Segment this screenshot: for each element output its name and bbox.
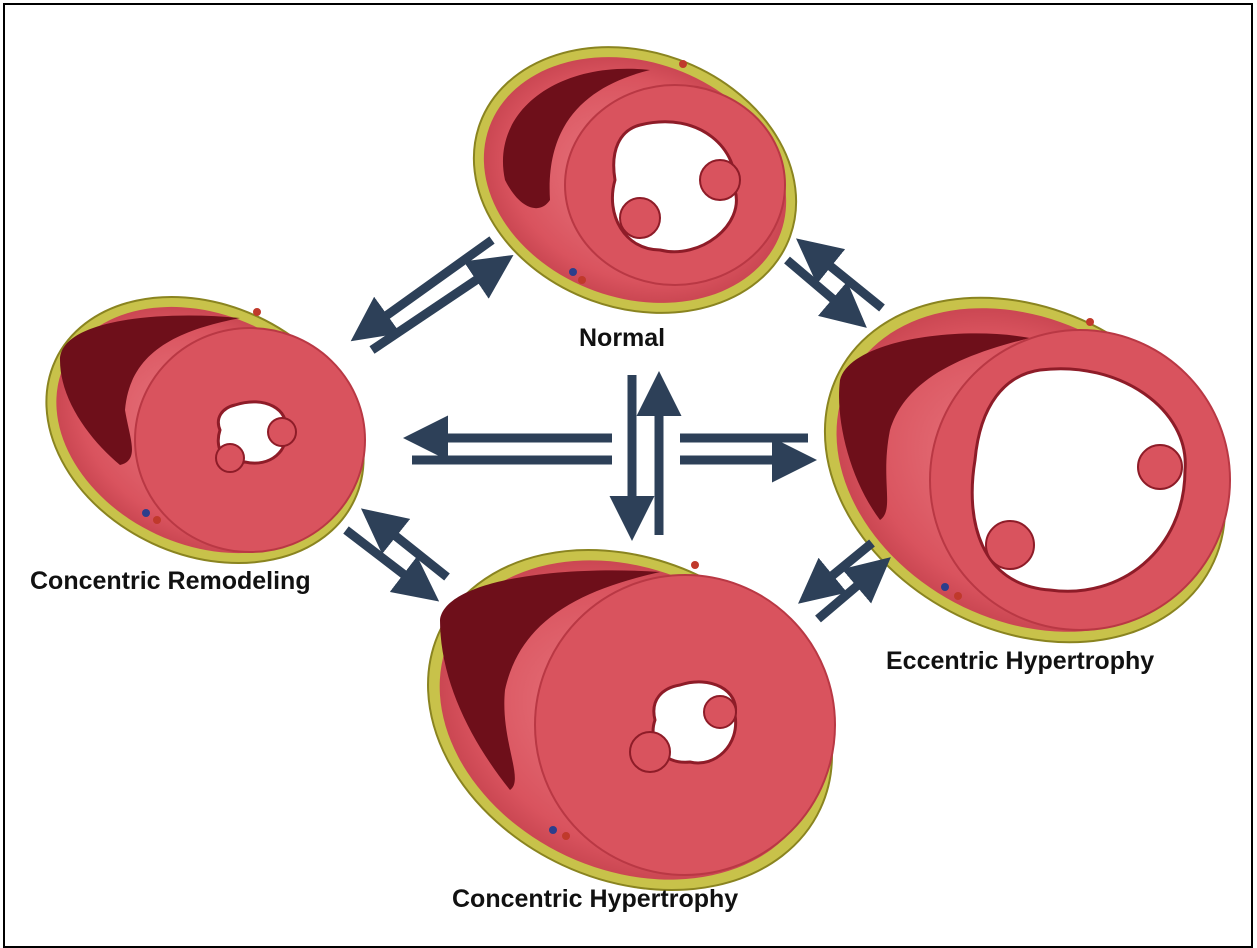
arrow-normal-to-eccentric-hypertrophy (787, 260, 860, 322)
arrow-concentric-remodeling-to-concentric-hypertrophy (346, 530, 432, 596)
label-normal: Normal (579, 324, 665, 353)
heart-concentric-remodeling-illustration (3, 247, 408, 613)
heart-concentric-hypertrophy-illustration (372, 486, 888, 940)
label-eccentric-hypertrophy: Eccentric Hypertrophy (886, 647, 1154, 676)
arrow-eccentric-hypertrophy-to-normal (803, 244, 882, 308)
arrow-concentric-to-eccentric-hypertrophy (818, 563, 884, 619)
heart-normal-illustration (436, 3, 834, 356)
arrow-eccentric-to-concentric-hypertrophy (805, 543, 872, 598)
label-concentric-remodeling: Concentric Remodeling (30, 567, 311, 596)
arrow-concentric-hypertrophy-to-concentric-remodeling (368, 514, 447, 577)
label-concentric-hypertrophy: Concentric Hypertrophy (452, 885, 738, 914)
